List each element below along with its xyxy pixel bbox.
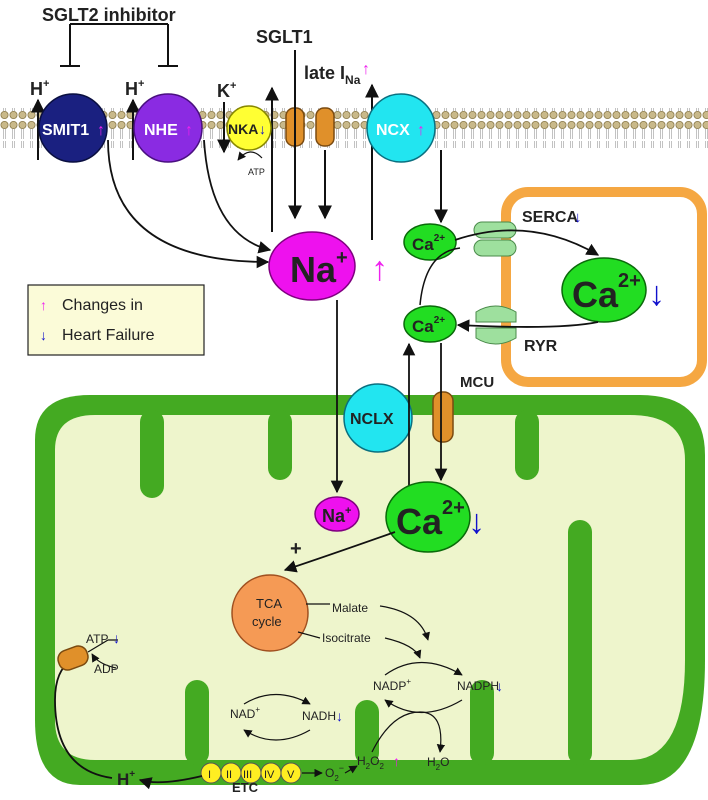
svg-text:SMIT1: SMIT1 [42,122,89,139]
malate-label: Malate [332,601,368,615]
atp-synthase [57,645,89,671]
svg-text:NCX: NCX [376,122,410,139]
nadh-label: NADH [302,709,336,723]
sr-ca: Ca2+ [561,257,647,323]
svg-text:V: V [287,769,295,781]
serca-label: SERCA [522,209,578,226]
svg-text:↓: ↓ [259,121,266,137]
mcu-channel [432,391,454,443]
nad-label: NAD+ [230,705,260,721]
cytosolic-ca-upper: Ca2+ [403,223,457,261]
serca-pump [473,221,517,257]
cell-membrane [0,108,708,148]
isocitrate-label: Isocitrate [322,631,371,645]
na-up-arrow: ↑ [371,250,388,288]
svg-text:Na+: Na+ [290,247,348,290]
svg-text:I: I [208,769,211,781]
h2o2-label: H2O2 [357,754,384,771]
cytosolic-ca-lower: Ca2+ [403,305,457,343]
svg-text:III: III [243,769,252,781]
nadh-down-arrow: ↓ [336,708,343,724]
legend-label-1: Changes in [62,297,143,314]
tca-cycle: TCA cycle [231,574,309,652]
inhibitor-bracket [60,23,178,67]
h-ion-label-2: H+ [125,78,144,99]
sglt1-label: SGLT1 [256,27,313,47]
nadp-label: NADP+ [373,677,411,693]
ryr-channel [475,305,517,345]
ryr-label: RYR [524,338,558,355]
legend-label-2: Heart Failure [62,327,155,344]
svg-text:TCA: TCA [256,596,282,611]
svg-text:↑: ↑ [185,122,193,139]
mitochondrion [35,395,705,785]
legend-up-arrow: ↑ [40,297,47,313]
svg-text:NCLX: NCLX [350,411,394,428]
late-ina-label: late INa [304,63,361,87]
mito-ca: Ca2+ [385,481,471,553]
late-ina-up-arrow: ↑ [362,61,370,78]
svg-text:Ca2+: Ca2+ [396,497,465,542]
nadph-down-arrow: ↓ [496,678,503,694]
tca-activation-plus: + [290,538,302,560]
late-na-channel [315,107,335,147]
sr-ca-down-arrow: ↓ [648,275,665,313]
cytosolic-na: Na+ [268,231,356,301]
svg-text:NKA: NKA [228,121,258,137]
serca-down-arrow: ↓ [574,209,582,226]
mito-adp-label: ADP [94,662,119,676]
h2o2-up-arrow: ↑ [393,753,400,769]
svg-text:↑: ↑ [97,122,105,139]
nhe-transporter: NHE ↑ [133,93,203,163]
etc-label: ETC [232,780,259,795]
etc-complexes: I II III IV V [200,762,302,784]
superoxide-label: O2− [325,763,344,783]
nadph-label: NADPH [457,679,499,693]
svg-text:ATP: ATP [248,167,265,177]
h-ion-label-1: H+ [30,78,49,99]
svg-text:cycle: cycle [252,614,282,629]
svg-text:Ca2+: Ca2+ [412,315,445,336]
nclx-transporter: NCLX [343,383,413,453]
svg-text:IV: IV [264,769,275,781]
smit1-transporter: SMIT1 ↑ [38,93,108,163]
k-ion-label: K+ [217,80,236,101]
legend: ↑ Changes in ↓ Heart Failure [27,284,205,356]
svg-text:II: II [226,769,232,781]
svg-text:Ca2+: Ca2+ [412,233,445,254]
svg-text:Ca2+: Ca2+ [572,270,641,315]
mito-ca-down-arrow: ↓ [468,503,485,541]
h-ion-mito-label: H+ [117,769,135,789]
svg-text:↑: ↑ [417,122,425,139]
ncx-transporter: NCX ↑ [366,93,436,163]
svg-text:NHE: NHE [144,122,178,139]
svg-text:Na+: Na+ [322,505,351,526]
mito-atp-label: ATP [86,632,108,646]
nka-transporter: NKA ↓ ATP [226,105,272,177]
mcu-label: MCU [460,374,494,391]
legend-down-arrow: ↓ [40,327,47,343]
sglt2-inhibitor-label: SGLT2 inhibitor [42,5,176,25]
mito-atp-down-arrow: ↓ [113,630,120,646]
mito-na: Na+ [314,496,360,532]
h2o-label: H2O [427,755,449,772]
